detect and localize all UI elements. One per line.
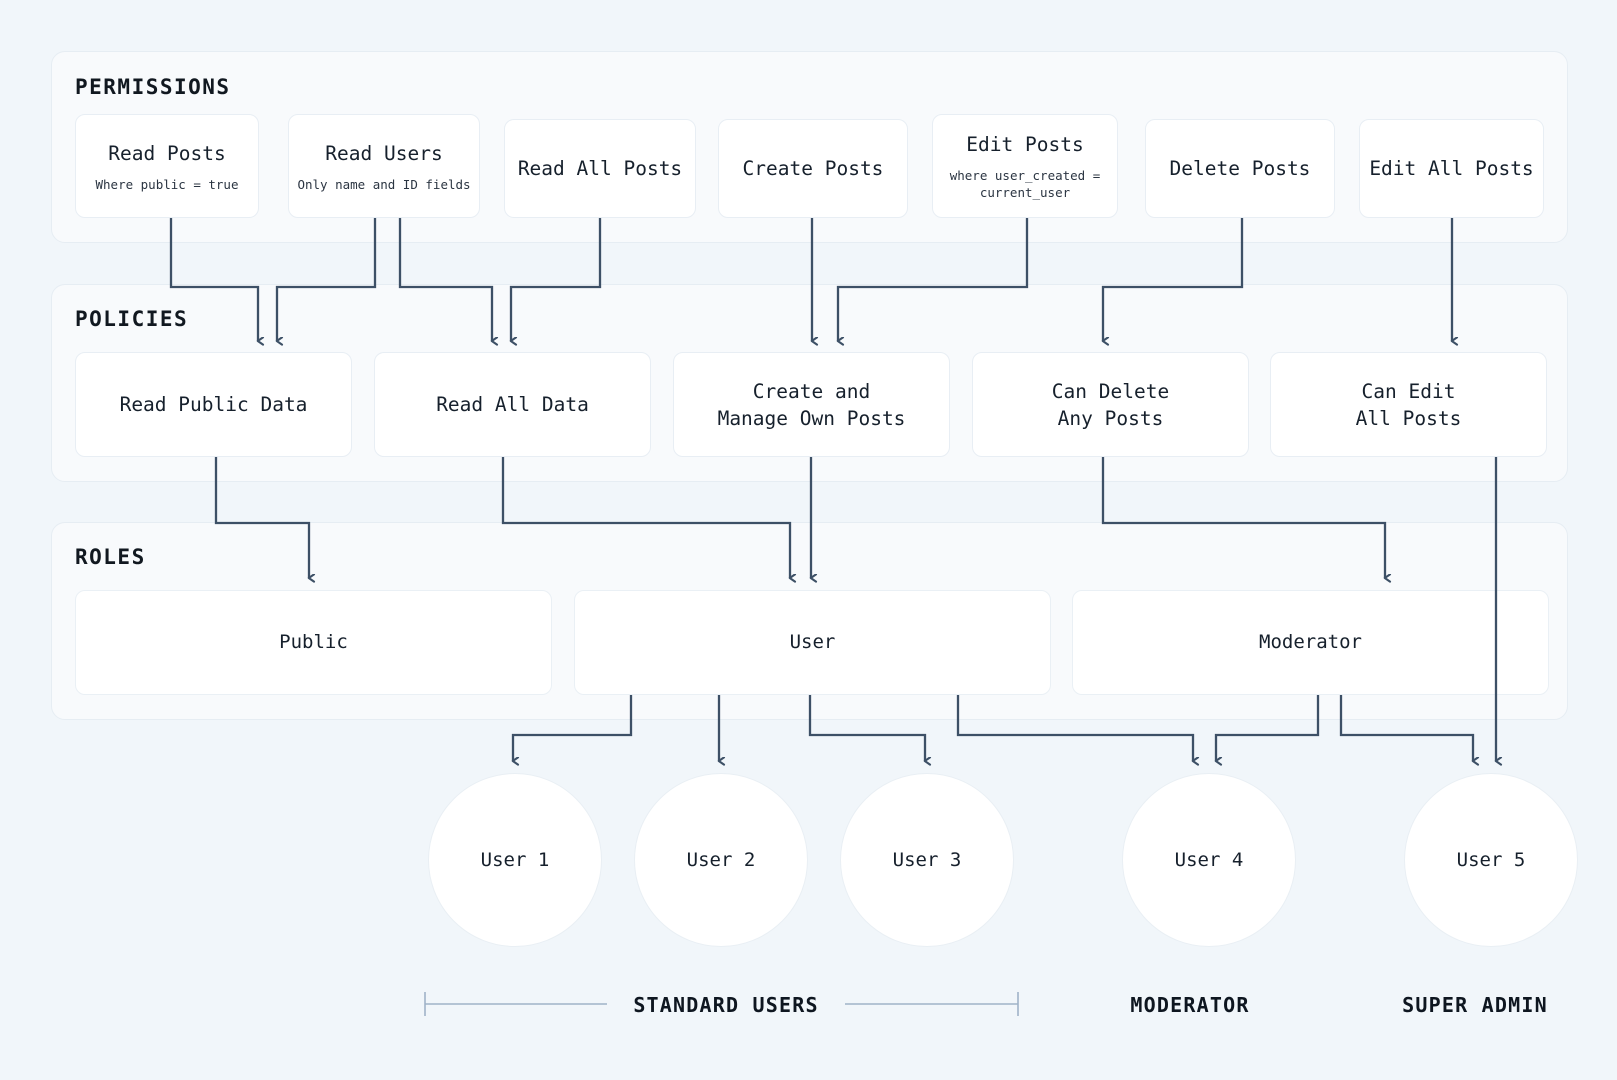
user-node-2[interactable]: User 2	[634, 773, 808, 947]
permission-title: Create Posts	[742, 157, 884, 180]
user-node-3[interactable]: User 3	[840, 773, 1014, 947]
roles-section-title: ROLES	[75, 545, 146, 569]
permission-node-read-users[interactable]: Read Users Only name and ID fields	[288, 114, 480, 218]
permission-node-delete-posts[interactable]: Delete Posts	[1145, 119, 1335, 218]
policy-title: Can Edit All Posts	[1355, 379, 1462, 430]
permission-title: Read Users	[325, 141, 443, 165]
role-node-user[interactable]: User	[574, 590, 1051, 695]
permission-subtitle: Only name and ID fields	[297, 176, 471, 192]
role-title: Public	[279, 631, 348, 653]
group-label-standard-users: STANDARD USERS	[633, 993, 819, 1017]
permission-subtitle: where user_created = current_user	[949, 168, 1101, 200]
user-label: User 3	[892, 849, 962, 871]
permission-title: Edit All Posts	[1369, 157, 1534, 180]
permission-subtitle: Where public = true	[95, 176, 239, 192]
user-label: User 1	[480, 849, 550, 871]
policy-title: Create and Manage Own Posts	[717, 379, 906, 430]
permission-title: Read All Posts	[517, 157, 683, 180]
role-title: Moderator	[1259, 631, 1362, 653]
permission-node-edit-posts[interactable]: Edit Posts where user_created = current_…	[932, 114, 1118, 218]
policy-node-can-edit-all-posts[interactable]: Can Edit All Posts	[1270, 352, 1547, 457]
permission-node-create-posts[interactable]: Create Posts	[718, 119, 908, 218]
role-node-public[interactable]: Public	[75, 590, 552, 695]
user-node-4[interactable]: User 4	[1122, 773, 1296, 947]
group-label-super-admin: SUPER ADMIN	[1402, 993, 1548, 1017]
policy-node-read-all-data[interactable]: Read All Data	[374, 352, 651, 457]
permission-title: Delete Posts	[1169, 157, 1311, 180]
policy-title: Read All Data	[436, 393, 589, 416]
policy-title: Read Public Data	[119, 393, 308, 416]
policy-node-read-public-data[interactable]: Read Public Data	[75, 352, 352, 457]
permission-node-read-all-posts[interactable]: Read All Posts	[504, 119, 696, 218]
permission-title: Read Posts	[108, 141, 226, 165]
user-label: User 4	[1174, 849, 1244, 871]
policies-section-title: POLICIES	[75, 307, 189, 331]
group-label-moderator: MODERATOR	[1130, 993, 1250, 1017]
user-node-1[interactable]: User 1	[428, 773, 602, 947]
role-node-moderator[interactable]: Moderator	[1072, 590, 1549, 695]
permission-title: Edit Posts	[966, 133, 1084, 156]
policy-title: Can Delete Any Posts	[1051, 379, 1170, 430]
policy-node-create-manage-own-posts[interactable]: Create and Manage Own Posts	[673, 352, 950, 457]
policy-node-can-delete-any-posts[interactable]: Can Delete Any Posts	[972, 352, 1249, 457]
permission-node-edit-all-posts[interactable]: Edit All Posts	[1359, 119, 1544, 218]
permissions-section-title: PERMISSIONS	[75, 75, 231, 99]
user-label: User 2	[686, 849, 756, 871]
user-node-5[interactable]: User 5	[1404, 773, 1578, 947]
role-title: User	[789, 631, 836, 653]
user-label: User 5	[1456, 849, 1526, 871]
permission-node-read-posts[interactable]: Read Posts Where public = true	[75, 114, 259, 218]
